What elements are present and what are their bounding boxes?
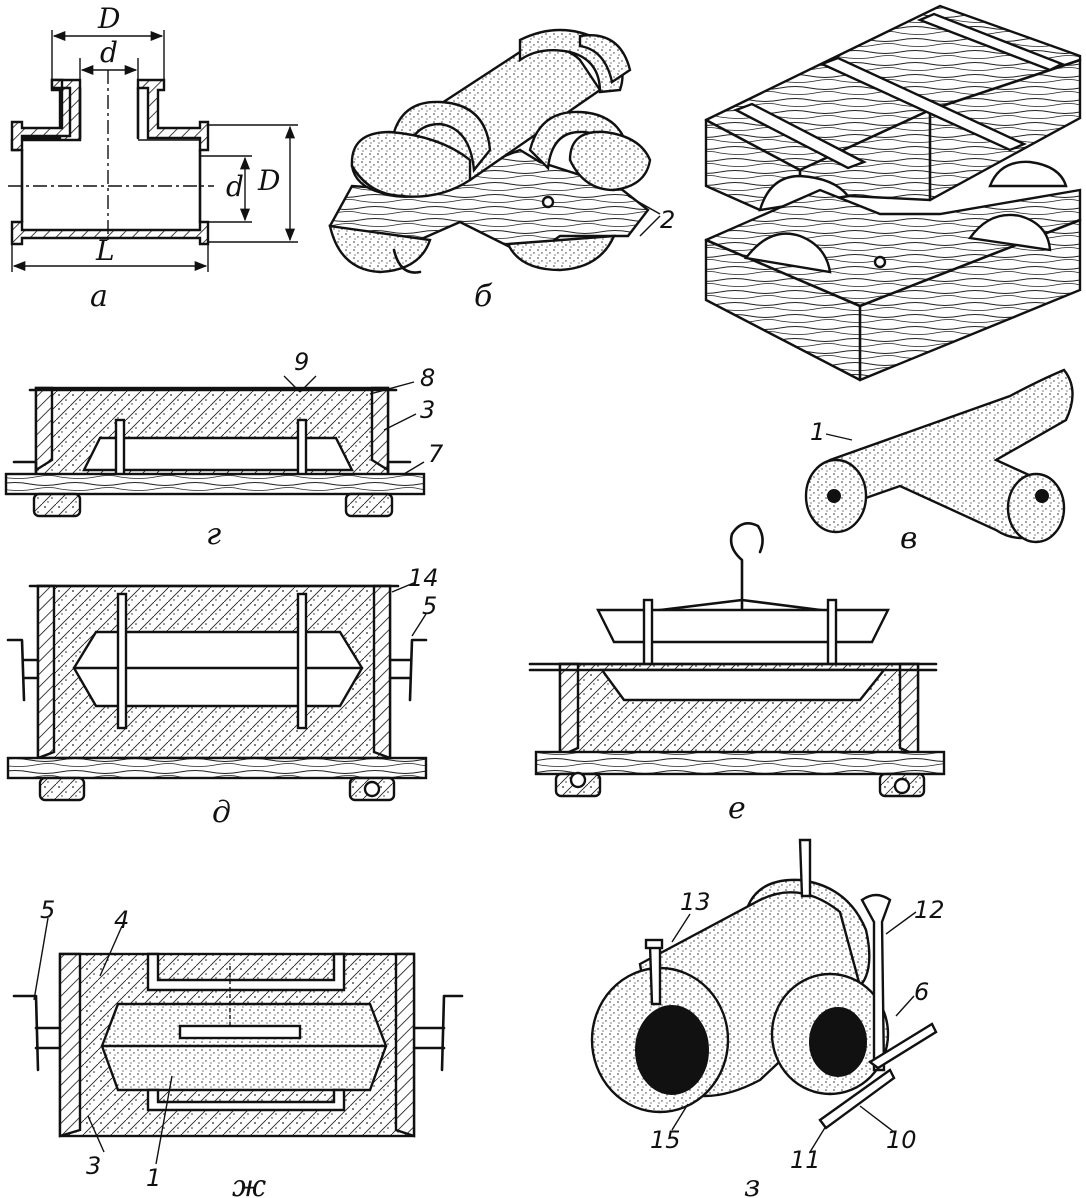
- caption-v: в: [900, 521, 917, 556]
- caption-g: г: [206, 517, 221, 552]
- caption-zh: ж: [232, 1169, 266, 1198]
- callout-15-z: 15: [650, 1126, 681, 1154]
- figure-v-core-box: 1 в: [704, 4, 1082, 556]
- caption-a: а: [90, 279, 108, 314]
- caption-e: е: [728, 791, 746, 826]
- callout-1-zh: 1: [146, 1164, 161, 1192]
- callout-6-z: 6: [914, 978, 929, 1006]
- callout-10-z: 10: [886, 1126, 917, 1154]
- callout-1-v: 1: [810, 418, 825, 446]
- figure-b-split-pattern: 2 б: [328, 28, 675, 314]
- callout-5-d: 5: [422, 592, 437, 620]
- callout-12-z: 12: [914, 896, 945, 924]
- figure-g-lower-flask: 9 8 3 7 г: [4, 348, 444, 552]
- callout-3-g: 3: [420, 396, 435, 424]
- dim-D-top: D: [97, 2, 120, 35]
- figure-zh-mold-closed: 5 4 3 1 ж: [12, 896, 464, 1198]
- caption-d: д: [212, 795, 231, 830]
- caption-b: б: [474, 279, 493, 314]
- dim-D-right: D: [257, 164, 280, 197]
- callout-5-zh: 5: [40, 896, 55, 924]
- callout-7-g: 7: [428, 440, 444, 468]
- figure-e-lifting: е: [528, 522, 946, 826]
- callout-11-z: 11: [790, 1146, 821, 1174]
- dim-d-top: d: [100, 36, 118, 69]
- callout-2-b: 2: [660, 206, 675, 234]
- callout-14-d: 14: [408, 564, 439, 592]
- callout-13-z: 13: [680, 888, 711, 916]
- caption-z: з: [744, 1169, 760, 1198]
- callout-3-zh: 3: [86, 1152, 101, 1180]
- dim-d-right: d: [226, 170, 244, 203]
- figure-a-tee-section: D d d D L а: [8, 2, 298, 314]
- figure-d-assembled-flasks: 14 5 д: [6, 564, 439, 830]
- figure-z-casting: 13 12 6 15 11 10 з: [590, 838, 945, 1198]
- callout-4-zh: 4: [114, 906, 129, 934]
- dim-L: L: [95, 234, 115, 267]
- callout-9-g: 9: [294, 348, 309, 376]
- callout-8-g: 8: [420, 364, 435, 392]
